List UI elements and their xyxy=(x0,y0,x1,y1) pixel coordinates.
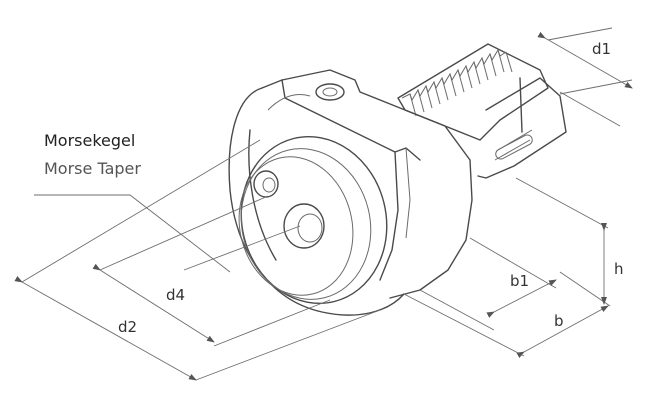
body-block xyxy=(261,69,473,299)
label-d4: d4 xyxy=(166,286,185,304)
serrated-shank xyxy=(397,43,567,179)
dimension-d1 xyxy=(537,27,633,127)
morse-taper-leader xyxy=(34,194,231,273)
morse-taper-bore-icon xyxy=(283,203,325,249)
label-b1: b1 xyxy=(510,272,529,290)
title-morse-taper: Morse Taper xyxy=(44,159,141,178)
title-morsekegel: Morsekegel xyxy=(44,131,135,150)
label-d2: d2 xyxy=(118,318,137,336)
label-d1: d1 xyxy=(592,40,611,58)
tool-holder-body xyxy=(228,43,567,316)
dimension-lines xyxy=(14,27,633,381)
dimension-h xyxy=(515,177,609,305)
label-h: h xyxy=(614,260,624,278)
serration-teeth xyxy=(401,48,513,117)
labels: Morsekegel Morse Taper d1 d2 d4 h b b1 xyxy=(44,40,624,336)
set-screw-icon xyxy=(315,83,345,101)
front-face xyxy=(238,135,388,305)
label-b: b xyxy=(554,312,564,330)
dimension-b1 xyxy=(419,237,557,331)
dimension-b xyxy=(403,271,611,358)
coolant-hole-icon xyxy=(253,170,279,198)
dimension-d4 xyxy=(92,195,331,347)
